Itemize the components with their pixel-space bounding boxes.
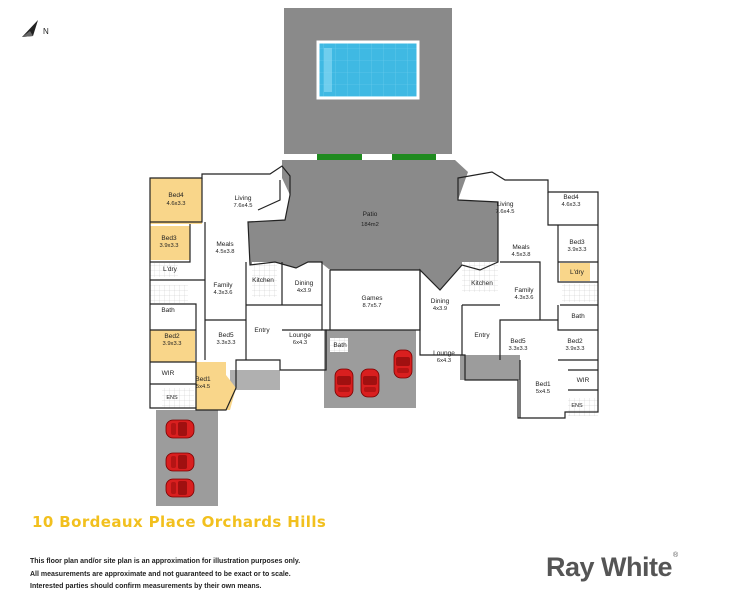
svg-text:Bath: Bath: [161, 307, 175, 314]
svg-text:4.3x3.6: 4.3x3.6: [213, 290, 232, 296]
svg-text:Bed4: Bed4: [168, 192, 184, 199]
svg-text:5x4.5: 5x4.5: [196, 384, 210, 390]
disclaimer-line: This floor plan and/or site plan is an a…: [30, 558, 301, 565]
patio: [248, 160, 498, 290]
svg-text:3.3x3.3: 3.3x3.3: [508, 346, 527, 352]
svg-text:Family: Family: [213, 282, 233, 289]
svg-text:4.5x3.8: 4.5x3.8: [215, 249, 234, 255]
svg-text:Lounge: Lounge: [433, 350, 455, 357]
svg-text:8.7x5.7: 8.7x5.7: [362, 303, 381, 309]
svg-text:4.5x3.8: 4.5x3.8: [511, 252, 530, 258]
svg-text:3.9x3.3: 3.9x3.3: [162, 341, 181, 347]
svg-text:Family: Family: [514, 287, 534, 294]
car-icon: [334, 368, 354, 398]
svg-text:ENS: ENS: [571, 403, 583, 409]
disclaimer: This floor plan and/or site plan is an a…: [30, 556, 300, 594]
svg-text:WIR: WIR: [577, 377, 590, 384]
svg-text:5x4.5: 5x4.5: [536, 389, 550, 395]
svg-text:L'dry: L'dry: [570, 269, 585, 276]
svg-text:Bed3: Bed3: [569, 239, 585, 246]
svg-text:4.6x3.3: 4.6x3.3: [166, 201, 185, 207]
svg-text:N: N: [43, 27, 49, 36]
disclaimer-line: All measurements are approximate and not…: [30, 570, 291, 578]
svg-text:Bed2: Bed2: [164, 333, 180, 340]
svg-text:Lounge: Lounge: [289, 332, 311, 339]
north-arrow-icon: N: [22, 20, 49, 37]
svg-text:4.3x3.6: 4.3x3.6: [514, 295, 533, 301]
svg-text:3.3x3.3: 3.3x3.3: [216, 340, 235, 346]
svg-text:Bed5: Bed5: [218, 332, 234, 339]
svg-text:Dining: Dining: [431, 298, 450, 305]
svg-text:Kitchen: Kitchen: [471, 280, 493, 287]
svg-text:WIR: WIR: [162, 370, 175, 377]
svg-text:Patio: Patio: [363, 211, 378, 218]
svg-text:Bed5: Bed5: [510, 338, 526, 345]
svg-text:4x3.9: 4x3.9: [297, 288, 311, 294]
svg-text:Living: Living: [497, 201, 514, 208]
svg-text:3.9x3.3: 3.9x3.3: [159, 243, 178, 249]
svg-text:3.9x3.3: 3.9x3.3: [567, 247, 586, 253]
svg-text:Meals: Meals: [512, 244, 530, 251]
pool: [316, 40, 420, 100]
svg-text:Bed2: Bed2: [567, 338, 583, 345]
svg-text:184m2: 184m2: [361, 222, 379, 228]
svg-text:Games: Games: [362, 295, 384, 302]
disclaimer-line: Interested parties should confirm measur…: [30, 583, 262, 590]
svg-text:Bed4: Bed4: [563, 194, 579, 201]
car-icon: [393, 349, 413, 379]
car-icon: [165, 478, 195, 498]
registered-mark: ®: [673, 552, 678, 559]
svg-text:L'dry: L'dry: [163, 266, 178, 273]
left-wing: [149, 165, 348, 411]
svg-text:3.9x3.3: 3.9x3.3: [565, 346, 584, 352]
svg-text:Dining: Dining: [295, 280, 314, 287]
svg-text:7.6x4.5: 7.6x4.5: [233, 203, 252, 209]
svg-text:Entry: Entry: [254, 327, 270, 334]
property-address: 10 Bordeaux Place Orchards Hills: [32, 513, 327, 531]
svg-text:Kitchen: Kitchen: [252, 277, 274, 284]
car-icon: [360, 368, 380, 398]
svg-text:Bath: Bath: [333, 342, 347, 349]
brand-logo: Ray White®: [546, 552, 678, 583]
svg-text:ENS: ENS: [166, 395, 178, 401]
svg-text:Bed3: Bed3: [161, 235, 177, 242]
right-wing: [419, 171, 599, 419]
svg-text:4x3.9: 4x3.9: [433, 306, 447, 312]
brand-name: Ray White: [546, 552, 673, 582]
svg-text:6x4.3: 6x4.3: [293, 340, 307, 346]
svg-text:Entry: Entry: [474, 332, 490, 339]
svg-text:Bed1: Bed1: [535, 381, 551, 388]
svg-text:Bed1: Bed1: [195, 376, 211, 383]
car-icon: [165, 452, 195, 472]
car-icon: [165, 419, 195, 439]
svg-text:Meals: Meals: [216, 241, 234, 248]
svg-text:7.6x4.5: 7.6x4.5: [495, 209, 514, 215]
svg-text:Living: Living: [235, 195, 252, 202]
svg-text:4.6x3.3: 4.6x3.3: [561, 202, 580, 208]
svg-text:Bath: Bath: [571, 313, 585, 320]
svg-text:6x4.3: 6x4.3: [437, 358, 451, 364]
